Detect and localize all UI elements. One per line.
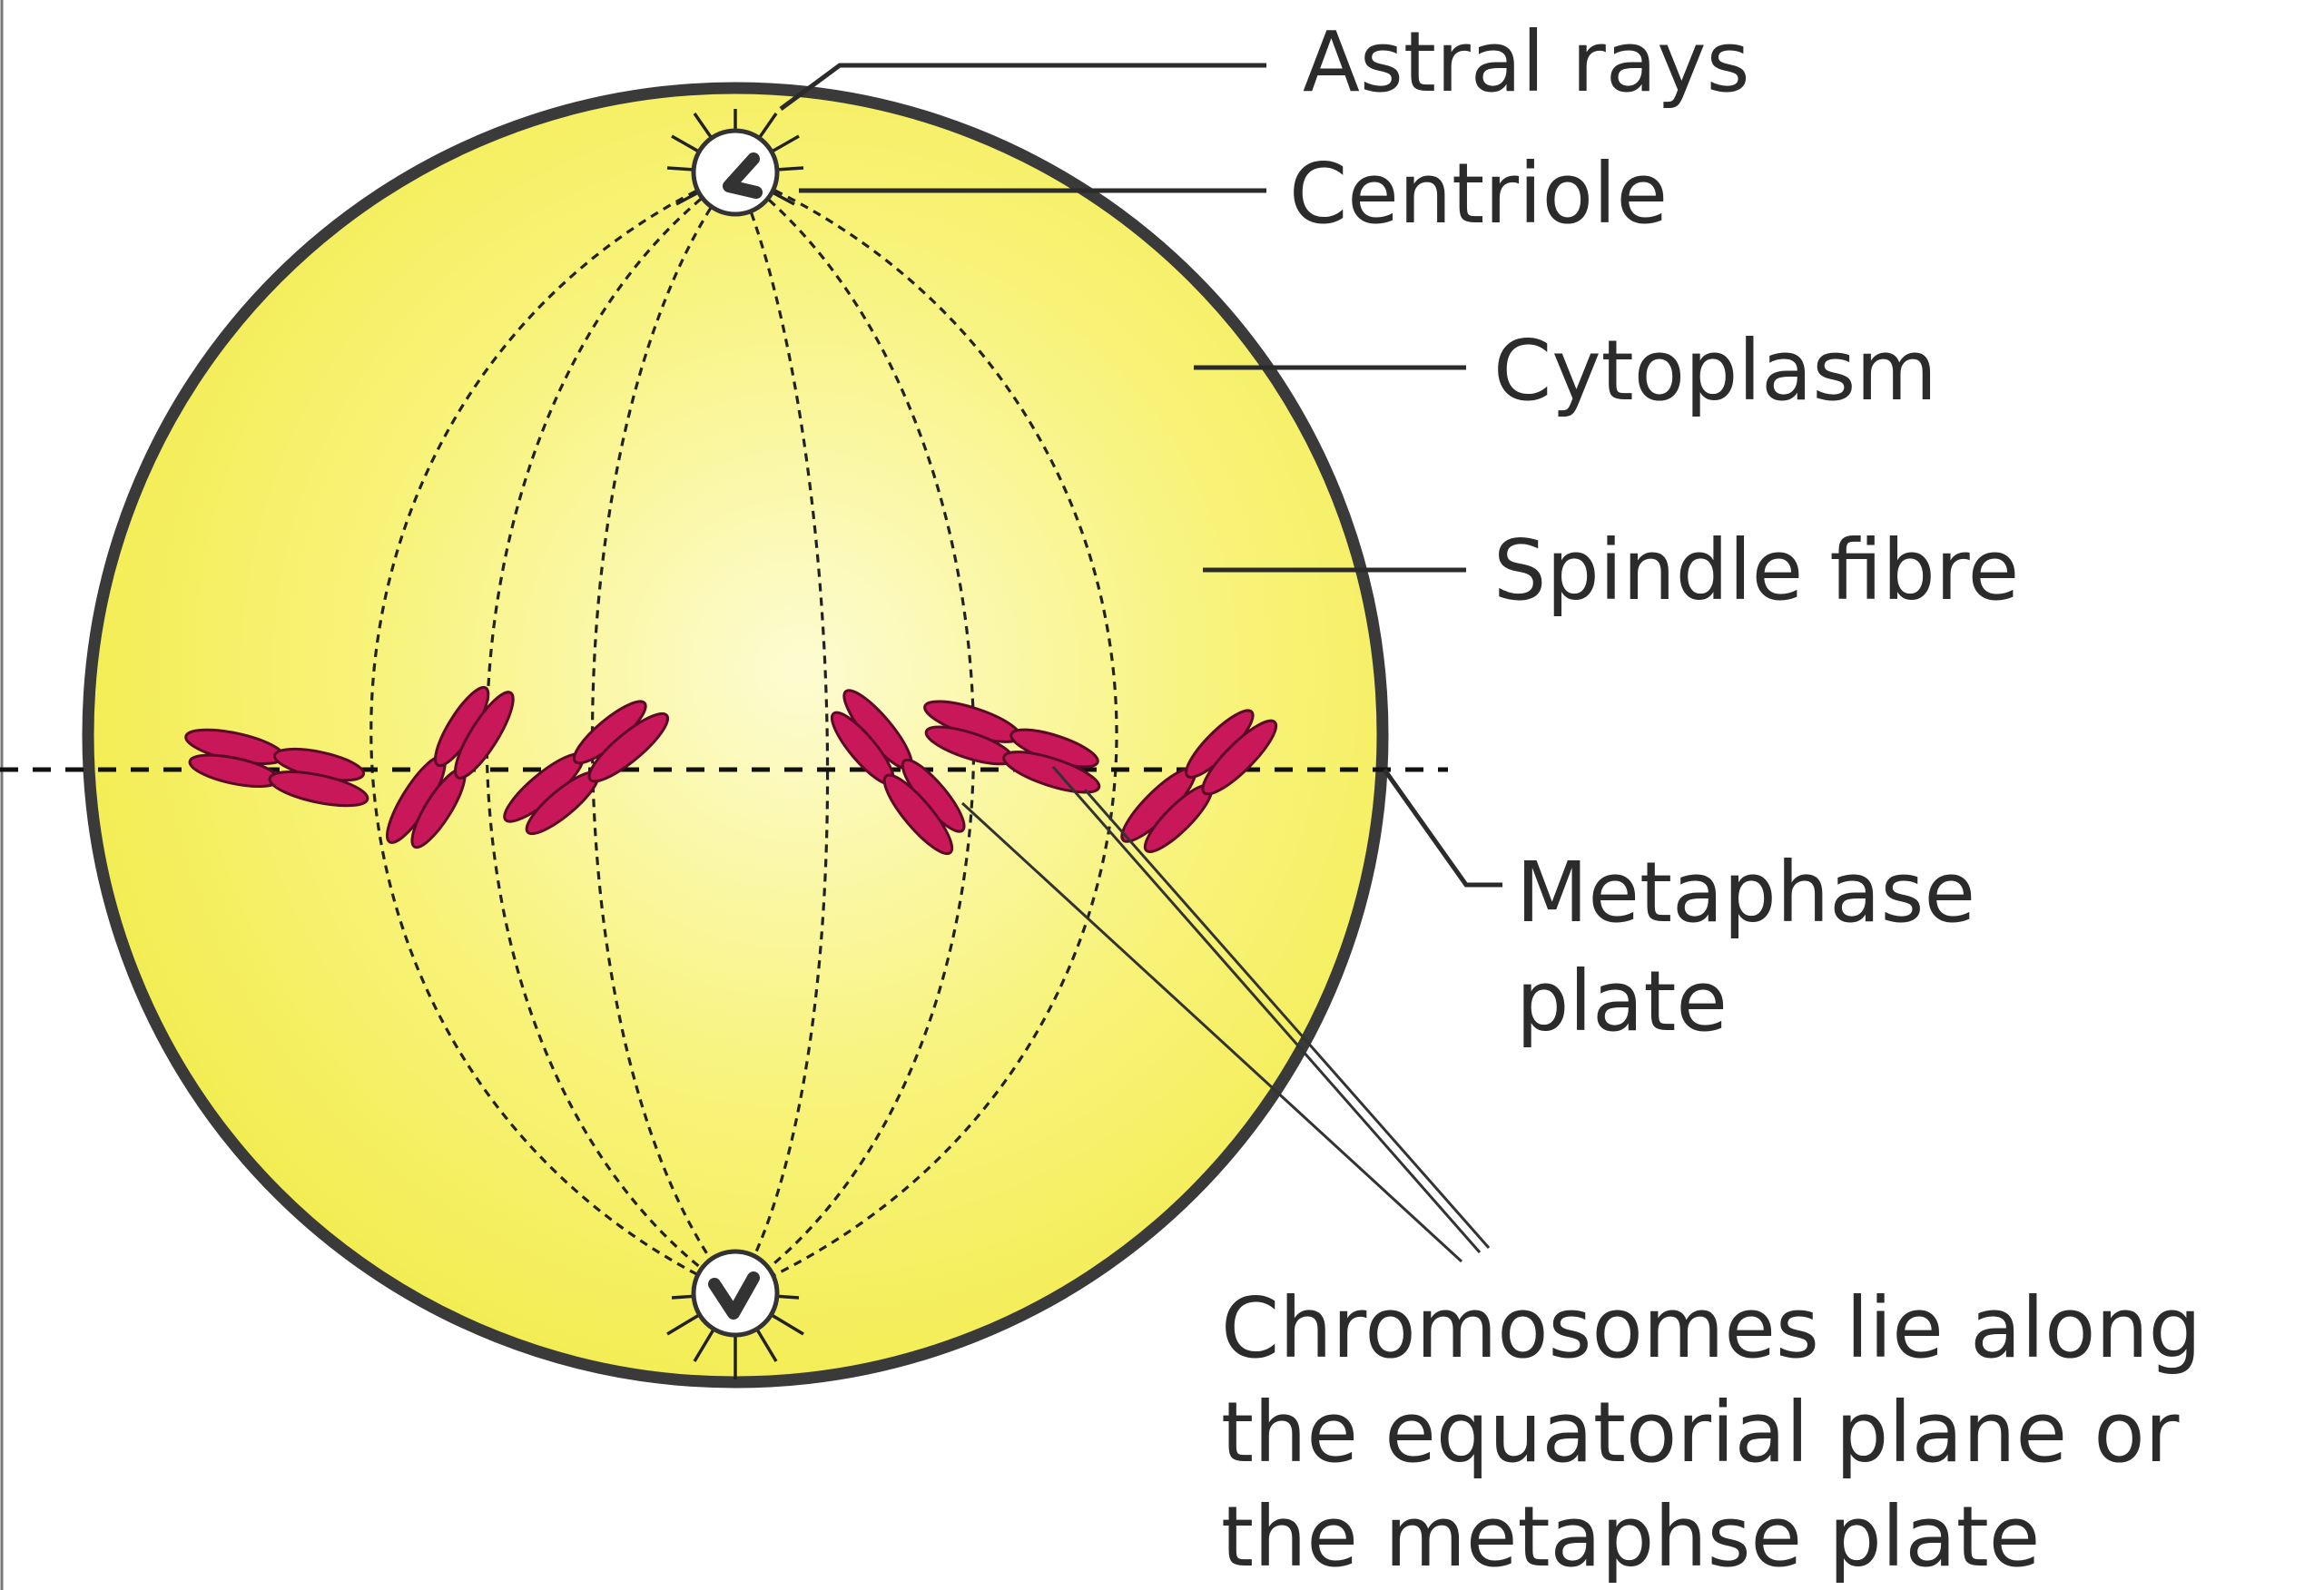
top-centrosome — [666, 109, 804, 217]
cell-cytoplasm — [82, 82, 1389, 1389]
label-centriole: Centriole — [1289, 145, 1668, 242]
label-chromosomes-line1: Chromosomes lie along — [1221, 1280, 2201, 1377]
chromosome — [1120, 709, 1278, 853]
label-cytoplasm: Cytoplasm — [1493, 322, 1937, 419]
centriole-icon — [723, 152, 763, 199]
leader-astral-rays — [779, 63, 1266, 112]
leader-metaphase-plate — [1382, 768, 1502, 888]
chromosome — [503, 700, 670, 836]
spindle-fibre — [590, 172, 737, 1295]
leader-chromosomes — [960, 801, 1463, 1263]
leader-lines — [779, 63, 1502, 1263]
chromosome — [923, 700, 1101, 794]
label-astral-rays: Astral rays — [1303, 14, 1750, 111]
spindle-fibre — [734, 171, 1118, 1295]
leader-chromosomes — [1051, 766, 1482, 1253]
label-chromosomes-line3: the metaphse plate — [1221, 1488, 2040, 1585]
label-chromosomes-line2: the equatorial plane or — [1221, 1384, 2180, 1481]
centriole-icon — [708, 1271, 760, 1320]
chromosome — [184, 728, 369, 808]
leader-chromosomes — [1083, 789, 1491, 1249]
spindle-fibre — [734, 172, 830, 1294]
spindle-fibre — [485, 171, 736, 1295]
label-spindle-fibre: Spindle fibre — [1493, 522, 2019, 619]
chromosome — [386, 685, 515, 849]
chromosomes — [184, 685, 1278, 856]
label-metaphase-plate-line2: plate — [1516, 953, 1728, 1050]
centriole-circle-bottom — [691, 1249, 780, 1338]
spindle-fibre — [369, 171, 736, 1295]
label-metaphase-plate-line1: Metaphase — [1516, 844, 1975, 941]
chromosome — [830, 689, 966, 856]
bottom-centrosome — [666, 1249, 804, 1379]
